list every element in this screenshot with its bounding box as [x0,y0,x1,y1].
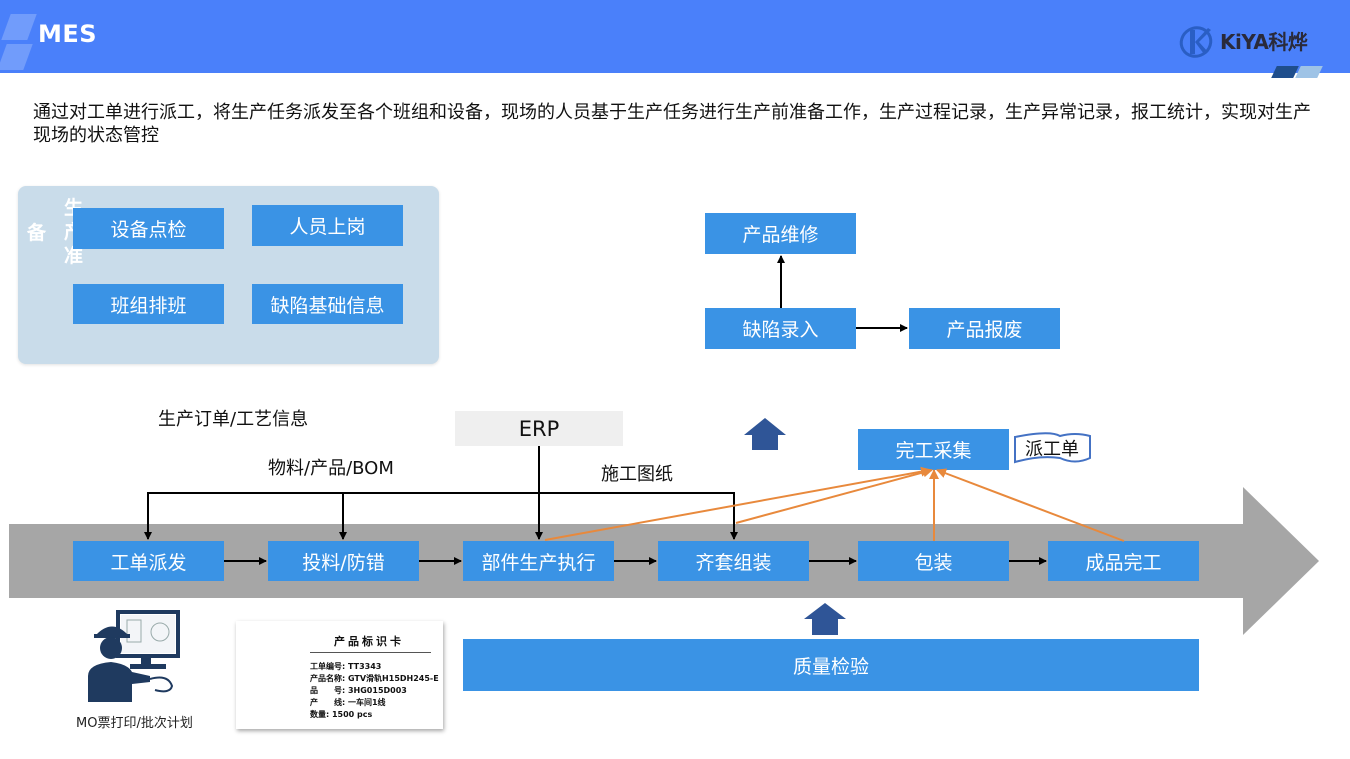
box-label: 缺陷录入 [742,319,819,341]
quality-inspection-box[interactable]: 质量检验 [463,639,1199,691]
worker-icon [88,610,180,702]
card-field: 工单编号: TT3343 [310,662,382,671]
logo-text: KiYA科烨 [1220,29,1308,54]
header-decoration [0,44,33,70]
header-bar: MES KiYA科烨 [0,0,1350,73]
completion-collect-box[interactable]: 完工采集 [858,429,1009,470]
step-label: 成品完工 [1085,551,1162,574]
card-field: 品 号: 3HG015D003 [310,686,407,695]
up-arrow-defect [744,418,786,450]
step-label: 投料/防错 [302,551,385,574]
prep-item-defect-base-info[interactable]: 缺陷基础信息 [252,284,403,324]
step-work-order-dispatch[interactable]: 工单派发 [73,541,224,581]
step-label: 包装 [914,551,953,574]
logo-icon [1179,26,1213,58]
prep-item-equipment-check[interactable]: 设备点检 [73,208,224,249]
card-divider [310,652,431,653]
card-field: 产 线: 一车间1线 [310,698,386,707]
prep-item-label: 人员上岗 [289,216,366,238]
step-finished-product[interactable]: 成品完工 [1048,541,1199,581]
company-logo: KiYA科烨 [1178,20,1308,60]
card-fields: 工单编号: TT3343 产品名称: GTV滑轨H15DH245-E 品 号: … [310,661,439,721]
box-label: 产品维修 [742,224,819,246]
step-packaging[interactable]: 包装 [858,541,1009,581]
material-info-label: 物料/产品/BOM [268,458,394,479]
prep-item-staff-onboard[interactable]: 人员上岗 [252,205,403,246]
product-repair-box[interactable]: 产品维修 [705,213,856,254]
step-feeding-error-proof[interactable]: 投料/防错 [268,541,419,581]
erp-label: ERP [518,416,560,441]
card-field: 数量: 1500 pcs [310,710,373,719]
card-field: 产品名称: GTV滑轨H15DH245-E [310,674,439,683]
order-info-label: 生产订单/工艺信息 [158,409,309,430]
prep-label-a: 备 [27,222,47,244]
page-title: MES [38,20,98,48]
step-kit-assembly[interactable]: 齐套组装 [658,541,809,581]
box-label: 质量检验 [792,655,869,678]
orange-from-assembly [735,467,933,524]
prep-item-label: 班组排班 [110,294,187,317]
product-scrap-box[interactable]: 产品报废 [909,308,1060,349]
intro-text: 通过对工单进行派工，将生产任务派发至各个班组和设备，现场的人员基于生产任务进行生… [33,102,1311,146]
corner-decoration [1295,66,1323,78]
box-label: 产品报废 [946,319,1023,341]
worker-caption: MO票打印/批次计划 [76,716,193,731]
header-decoration [1,14,37,40]
step-label: 齐套组装 [695,551,772,574]
prep-item-label: 设备点检 [110,219,187,241]
drawings-label: 施工图纸 [601,464,673,485]
step-label: 部件生产执行 [481,551,596,574]
prep-item-label: 缺陷基础信息 [270,294,385,317]
box-label: 完工采集 [895,440,972,462]
defect-entry-box[interactable]: 缺陷录入 [705,308,856,349]
process-band-arrowhead [1243,487,1319,635]
product-id-card: 产品标识卡 工单编号: TT3343 产品名称: GTV滑轨H15DH245-E… [236,621,443,729]
dispatch-doc-label: 派工单 [1025,439,1079,460]
step-label: 工单派发 [110,551,187,574]
up-arrow-quality [804,603,846,635]
erp-box[interactable]: ERP [455,411,623,446]
step-part-production[interactable]: 部件生产执行 [463,541,614,581]
prep-item-shift-scheduling[interactable]: 班组排班 [73,284,224,324]
card-title: 产品标识卡 [334,635,404,648]
